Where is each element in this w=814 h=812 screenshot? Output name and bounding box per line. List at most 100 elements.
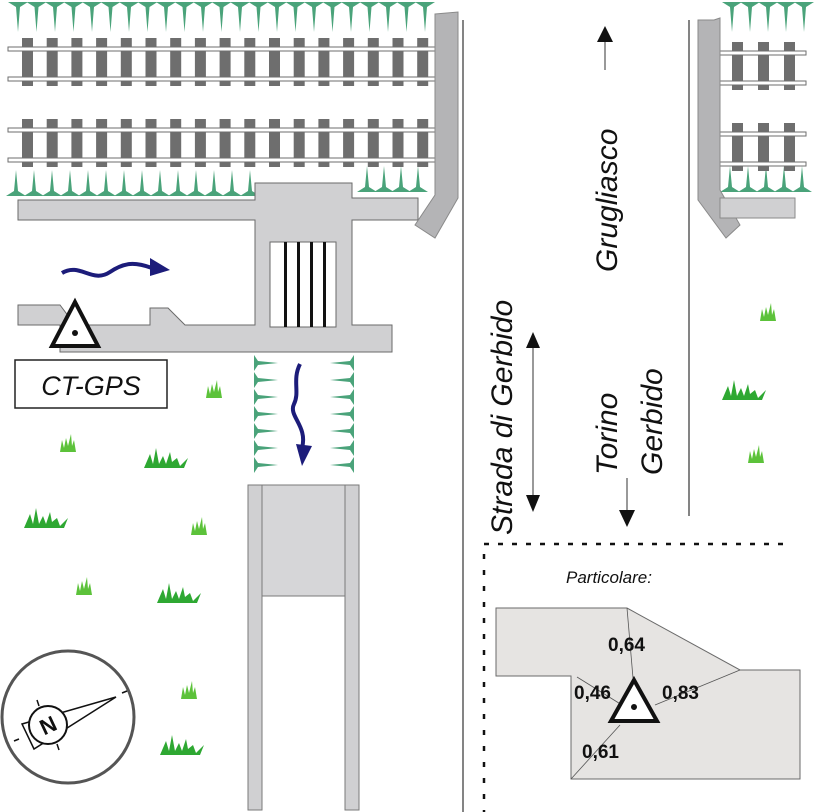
hedge-tooth [186, 170, 206, 196]
flow-arrow-east [60, 258, 170, 278]
hedge-tooth [254, 406, 278, 422]
road-edges [462, 20, 690, 812]
grass-tuft [76, 577, 92, 595]
hedge-tooth [776, 2, 796, 32]
arrow-two-way [526, 332, 540, 512]
hedge-tooth [254, 389, 278, 405]
hedge-tooth [330, 389, 354, 405]
rail [7, 127, 436, 133]
gps-station-marker [48, 297, 102, 348]
arrow-south [619, 478, 635, 527]
hedge-tooth [8, 2, 28, 32]
hedge-tooth [222, 170, 242, 196]
arrow-north [597, 26, 613, 70]
hedge-tooth [96, 170, 116, 196]
grass-tuft [722, 380, 766, 400]
hedge-tooth [132, 170, 152, 196]
hedge-tooth [174, 2, 195, 32]
road-labels: Strada di Gerbido Grugliasco Torino Gerb… [486, 129, 669, 535]
direction-south-label-2: Gerbido [636, 368, 669, 475]
detail-title: Particolare: [566, 568, 652, 587]
hedge-tooth [374, 166, 394, 192]
hedge-tooth [330, 457, 354, 473]
hedge-tooth [42, 170, 62, 196]
rail [717, 50, 807, 56]
hedge-tooth [82, 2, 102, 32]
hedge-tooth [137, 2, 158, 32]
grass-tuft [748, 445, 764, 463]
hedge-tooth [254, 423, 278, 439]
platform-walkway [17, 11, 459, 353]
hedge-tooth [26, 2, 47, 32]
rail [7, 157, 436, 163]
hedge-tooth [254, 440, 278, 456]
hedge-tooth [408, 166, 428, 192]
hedge-tooth [758, 2, 778, 32]
grass-tuft [157, 583, 201, 603]
platform-walkway-east [697, 17, 796, 239]
hedge-tooth [168, 170, 188, 196]
grass-tuft [144, 448, 188, 468]
flow-arrow-south [290, 363, 312, 466]
hedge-tooth [100, 2, 121, 32]
hedge-tooth [150, 170, 170, 196]
hedge-tooth [114, 170, 134, 196]
detail-inset: Particolare: 0,64 0,46 0,83 0,61 [482, 542, 801, 812]
grass-tuft [181, 681, 197, 699]
hedge-tooth [330, 406, 354, 422]
station-label-box: CT-GPS [14, 359, 168, 409]
rail [717, 80, 807, 86]
pedestrian-crossing [269, 241, 337, 328]
direction-north-label: Grugliasco [591, 129, 624, 272]
hedge-tooth [63, 2, 84, 32]
hedge-tooth [322, 2, 343, 32]
hedge-tooth [156, 2, 176, 32]
hedge-tooth [267, 2, 287, 32]
rail [717, 161, 807, 167]
hedge-tooth [396, 2, 417, 32]
hedge-tooth [304, 2, 324, 32]
underpass-ramp [247, 484, 360, 811]
distance-bottom: 0,61 [582, 742, 619, 763]
grass-tuft [160, 735, 204, 755]
grass-tuft [760, 303, 776, 321]
hedge-tooth [45, 2, 65, 32]
hedge-tooth [6, 170, 26, 196]
hedge-tooth [24, 170, 44, 196]
hedge-tooth [330, 355, 354, 371]
hedge-tooth [359, 2, 380, 32]
hedge-tooth [211, 2, 232, 32]
hedge-tooth [230, 2, 250, 32]
hedge-tooth [794, 2, 814, 32]
hedge-tooth [740, 2, 760, 32]
station-label: CT-GPS [41, 371, 141, 401]
hedge-tooth [119, 2, 139, 32]
grass-tuft [191, 517, 207, 535]
hedge-tooth [722, 2, 742, 32]
grass-tuft [24, 508, 68, 528]
distance-left: 0,46 [574, 683, 611, 704]
north-arrow-icon: N [0, 649, 136, 785]
hedge-tooth [357, 166, 377, 192]
rail [7, 46, 436, 52]
grass-tuft [206, 380, 222, 398]
grass-tuft [60, 434, 76, 452]
distance-right: 0,83 [662, 683, 699, 704]
distance-top: 0,64 [608, 635, 645, 656]
hedge-tooth [378, 2, 398, 32]
hedge-tooth [285, 2, 306, 32]
railway-tracks [7, 38, 807, 171]
hedge-tooth [254, 372, 278, 388]
rail [7, 76, 436, 82]
hedge-tooth [330, 372, 354, 388]
hedge-tooth [341, 2, 361, 32]
hedge-tooth [254, 457, 278, 473]
hedge-tooth [193, 2, 213, 32]
road-name-label: Strada di Gerbido [486, 300, 519, 535]
direction-south-label-1: Torino [591, 393, 624, 475]
hedge-tooth [330, 440, 354, 456]
hedge-tooth [254, 355, 278, 371]
hedge-tooth [60, 170, 80, 196]
hedge-tooth [330, 423, 354, 439]
